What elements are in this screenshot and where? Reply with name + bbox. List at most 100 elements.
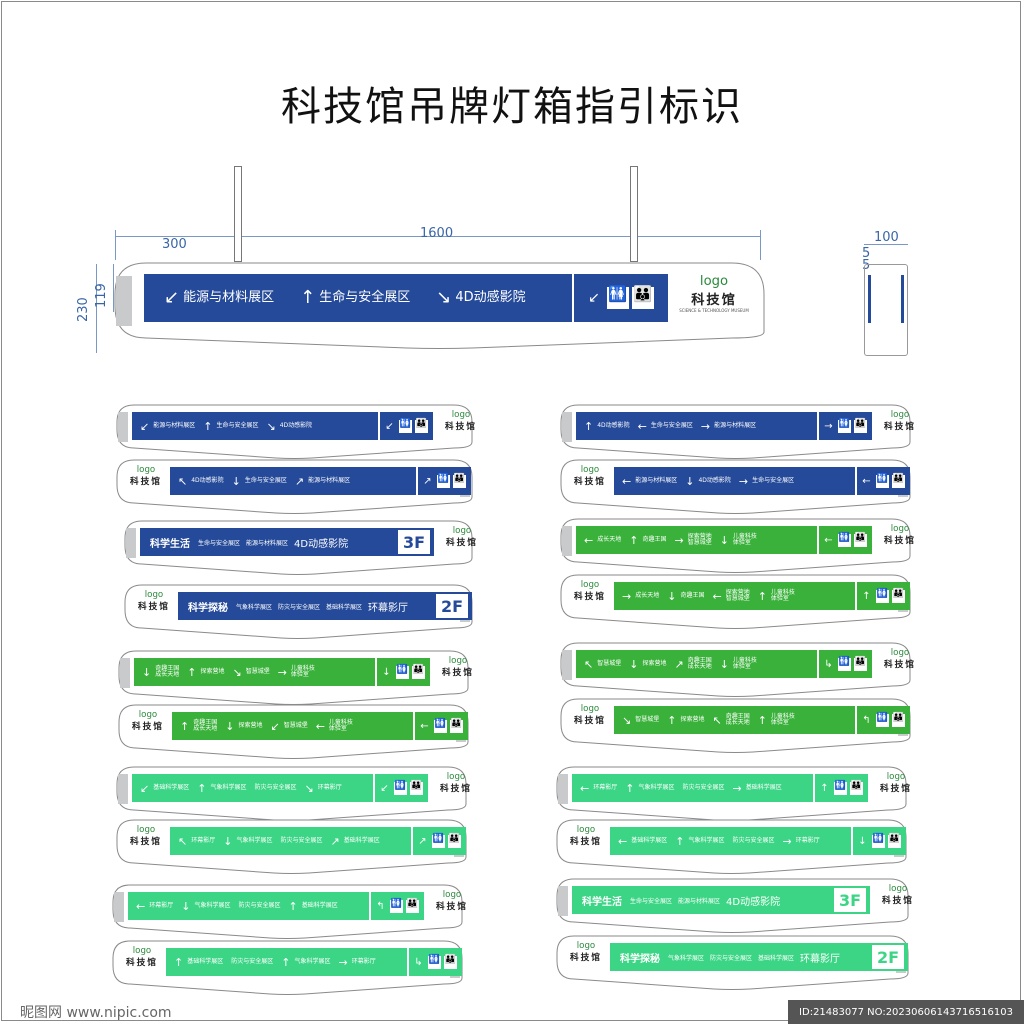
direction-item[interactable]: ↓奇趣王国: [667, 591, 704, 602]
direction-panel: ↑4D动感影院 ←生命与安全展区 →能源与材料展区: [576, 412, 817, 440]
direction-item[interactable]: ↙能源与材料展区: [164, 289, 274, 307]
direction-item[interactable]: ↓探索营地: [629, 659, 666, 670]
direction-item[interactable]: ↘4D动感影院: [436, 289, 525, 307]
direction-item[interactable]: ↓生命与安全展区: [232, 476, 287, 487]
facility-icons-box[interactable]: ↰🚻👪: [857, 706, 910, 734]
floor-panel: 科学探秘气象科学展区防灾与安全展区基础科学展区环幕影厅: [178, 592, 472, 620]
facility-icons-box[interactable]: ↗🚻👪: [418, 467, 471, 495]
direction-item[interactable]: ↙智慧城堡: [270, 721, 307, 732]
direction-item[interactable]: ←成长天地: [584, 535, 621, 546]
direction-label: 防灾与安全展区: [280, 836, 323, 844]
direction-item[interactable]: ↓气象科学展区: [223, 836, 272, 847]
direction-item[interactable]: ↘4D动感影院: [266, 421, 312, 432]
direction-item[interactable]: ↓探索营地: [225, 721, 262, 732]
direction-item[interactable]: ↘环幕影厅: [304, 783, 341, 794]
direction-label: 气象科学展区: [688, 836, 725, 844]
direction-item[interactable]: ↓4D动感影院: [685, 476, 731, 487]
direction-item[interactable]: ↑奇趣王国: [629, 535, 666, 546]
direction-item[interactable]: ↓奇趣王国 成长天地: [142, 665, 179, 679]
direction-item[interactable]: 防灾与安全展区: [682, 784, 724, 791]
direction-item[interactable]: 防灾与安全展区: [280, 836, 323, 844]
direction-item[interactable]: ↖4D动感影院: [178, 476, 224, 487]
direction-item[interactable]: ↙能源与材料展区: [140, 421, 195, 432]
direction-item[interactable]: ↑生命与安全展区: [203, 421, 258, 432]
direction-item[interactable]: →环幕影厅: [338, 957, 375, 968]
facility-icons-box[interactable]: ↰🚻👪: [371, 892, 424, 920]
direction-item[interactable]: ↑儿童科技 体验室: [758, 713, 795, 727]
main-sign-facility-icons[interactable]: ↙🚻👪: [574, 274, 668, 322]
facility-icons-box[interactable]: ↳🚻👪: [819, 650, 872, 678]
direction-item[interactable]: ↖智慧城堡: [584, 659, 621, 670]
direction-item[interactable]: 防灾与安全展区: [254, 784, 296, 791]
direction-item[interactable]: ←环幕影厅: [580, 783, 617, 794]
direction-item[interactable]: ↑基础科学展区: [174, 957, 223, 968]
floor-zone-highlight: 4D动感影院: [294, 538, 349, 550]
direction-item[interactable]: ↗能源与材料展区: [295, 476, 350, 487]
facility-icons-box[interactable]: ↙🚻👪: [380, 412, 433, 440]
direction-item[interactable]: 防灾与安全展区: [732, 837, 774, 844]
direction-item[interactable]: ↑4D动感影院: [584, 421, 630, 432]
floor-zone-label: 防灾与安全展区: [710, 954, 753, 962]
direction-item[interactable]: →生命与安全展区: [739, 476, 794, 487]
direction-item[interactable]: →基础科学展区: [732, 783, 781, 794]
direction-item[interactable]: ↓气象科学展区: [181, 901, 230, 912]
direction-item[interactable]: ←环幕影厅: [136, 901, 173, 912]
direction-item[interactable]: →成长天地: [622, 591, 659, 602]
direction-item[interactable]: ←儿童科技 体验室: [316, 719, 353, 733]
direction-item[interactable]: ↑气象科学展区: [675, 836, 724, 847]
direction-item[interactable]: ↗奇趣王国 成长天地: [674, 657, 711, 671]
direction-item[interactable]: ←生命与安全展区: [638, 421, 693, 432]
facility-icons-box[interactable]: ↳🚻👪: [409, 948, 462, 976]
logo-word: logo: [890, 410, 910, 420]
facility-icons-box[interactable]: ←🚻👪: [819, 526, 872, 554]
direction-item[interactable]: ↘智慧城堡: [622, 715, 659, 726]
direction-item[interactable]: ↓儿童科技 体验室: [720, 533, 757, 547]
direction-item[interactable]: ↗基础科学展区: [330, 836, 379, 847]
facility-icons-box[interactable]: ↗🚻👪: [413, 827, 466, 855]
direction-item[interactable]: 防灾与安全展区: [231, 958, 273, 965]
facility-icons-box[interactable]: ↓🚻👪: [853, 827, 906, 855]
direction-item[interactable]: ←能源与材料展区: [622, 476, 677, 487]
facility-icons-box[interactable]: ↙🚻👪: [375, 774, 428, 802]
dim-300: 300: [162, 237, 187, 252]
toilet-icon: 🚻: [393, 781, 407, 795]
facility-icons-box[interactable]: ←🚻👪: [415, 712, 468, 740]
direction-item[interactable]: ←基础科学展区: [618, 836, 667, 847]
direction-item[interactable]: ↓儿童科技 体验室: [720, 657, 757, 671]
direction-item[interactable]: →环幕影厅: [782, 836, 819, 847]
facility-icons-box[interactable]: ↑🚻👪: [815, 774, 868, 802]
direction-item[interactable]: ↑儿童科技 体验室: [757, 589, 795, 603]
page-title: 科技馆吊牌灯箱指引标识: [281, 84, 743, 130]
facility-icons-box[interactable]: →🚻👪: [819, 412, 872, 440]
direction-arrow-icon: ↑: [757, 589, 767, 603]
direction-label: 生命与安全展区: [216, 421, 259, 429]
direction-item[interactable]: →儿童科技 体验室: [278, 665, 315, 679]
direction-item[interactable]: ←探索营地 智慧城堡: [712, 589, 749, 603]
direction-item[interactable]: ↑生命与安全展区: [300, 289, 410, 307]
facility-icons-box[interactable]: ↓🚻👪: [377, 658, 430, 686]
direction-item[interactable]: 防灾与安全展区: [238, 902, 280, 909]
direction-item[interactable]: →探索营地 智慧城堡: [674, 533, 711, 547]
direction-label: 环幕影厅: [317, 783, 342, 791]
direction-arrow-icon: ↓: [225, 719, 235, 733]
direction-item[interactable]: ↙基础科学展区: [140, 783, 189, 794]
direction-item[interactable]: ↑探索营地: [187, 667, 224, 678]
direction-item[interactable]: ↑气象科学展区: [625, 783, 674, 794]
facility-icons-box[interactable]: ↑🚻👪: [857, 582, 910, 610]
direction-item[interactable]: ↑奇趣王国 成长天地: [180, 719, 217, 733]
direction-item[interactable]: ↘智慧城堡: [232, 667, 269, 678]
direction-arrow-icon: →: [782, 834, 792, 848]
direction-item[interactable]: ↖环幕影厅: [178, 836, 215, 847]
direction-item[interactable]: ↖奇趣王国 成长天地: [712, 713, 749, 727]
direction-item[interactable]: →能源与材料展区: [701, 421, 756, 432]
direction-item[interactable]: ↑气象科学展区: [197, 783, 246, 794]
direction-item[interactable]: ↑气象科学展区: [281, 957, 330, 968]
direction-item[interactable]: ↑探索营地: [667, 715, 704, 726]
direction-item[interactable]: ↑基础科学展区: [288, 901, 337, 912]
direction-arrow-icon: →: [674, 533, 684, 547]
direction-arrow-icon: ↑: [187, 665, 197, 679]
facility-icons-box[interactable]: ←🚻👪: [857, 467, 910, 495]
